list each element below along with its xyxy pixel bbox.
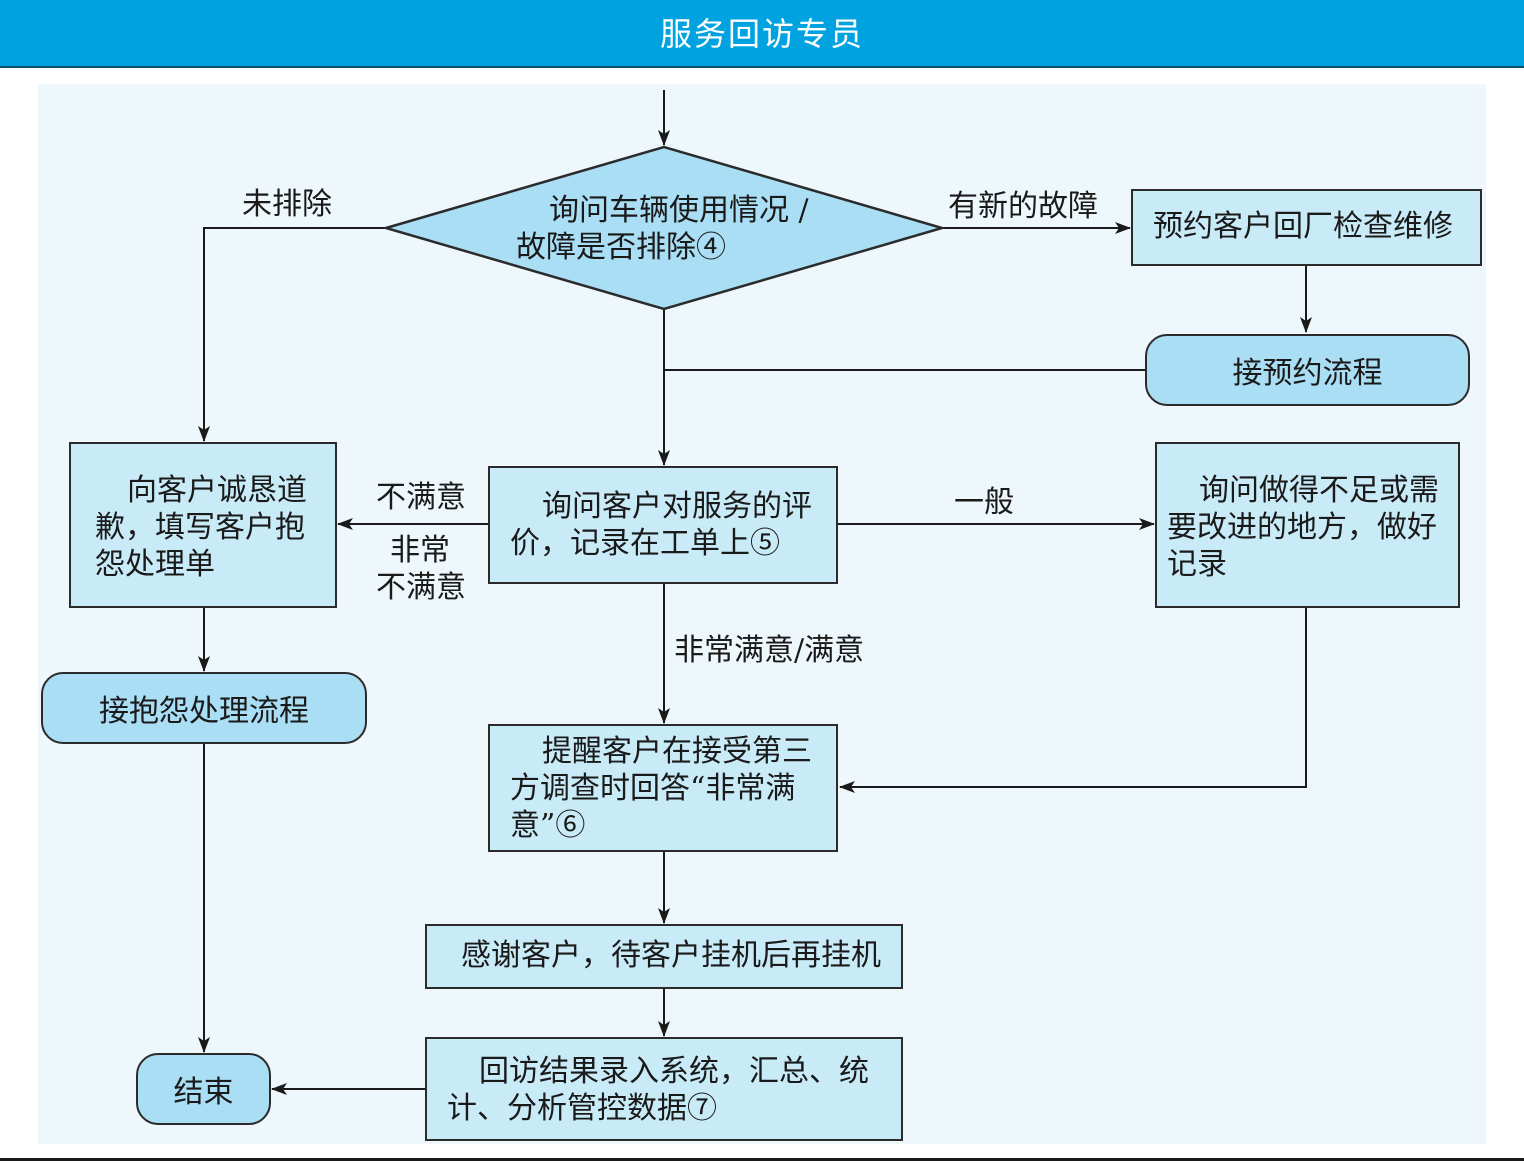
complaint-process-pill: 接抱怨处理流程 xyxy=(41,672,367,744)
evaluate-line2: 价，记录在工单上⑤ xyxy=(510,526,780,561)
improve-line1: 询问做得不足或需 xyxy=(1199,473,1439,508)
apology-line1: 向客户诚恳道 xyxy=(127,473,307,508)
record-line2: 计、分析管控数据⑦ xyxy=(447,1091,717,1126)
remind-line3: 意”⑥ xyxy=(510,808,586,843)
label-very-dissatisfied-2: 不满意 xyxy=(376,570,466,605)
end-pill: 结束 xyxy=(136,1053,271,1125)
booking-process-pill: 接预约流程 xyxy=(1145,334,1470,406)
label-not-resolved: 未排除 xyxy=(242,187,332,222)
edge-not-resolved xyxy=(198,227,386,442)
evaluate-box: 询问客户对服务的评 价，记录在工单上⑤ xyxy=(488,466,838,584)
apology-box: 向客户诚恳道 歉，填写客户抱 怨处理单 xyxy=(69,442,337,608)
remind-line2: 方调查时回答“非常满 xyxy=(510,771,796,806)
label-satisfied: 非常满意/满意 xyxy=(674,633,865,668)
book-repair-box: 预约客户回厂检查维修 xyxy=(1131,189,1482,266)
apology-line3: 怨处理单 xyxy=(95,547,215,582)
remind-box: 提醒客户在接受第三 方调查时回答“非常满 意”⑥ xyxy=(488,724,838,852)
label-average: 一般 xyxy=(954,485,1014,520)
thanks-text: 感谢客户，待客户挂机后再挂机 xyxy=(461,938,881,973)
decision-diamond xyxy=(381,145,947,311)
improve-box: 询问做得不足或需 要改进的地方，做好 记录 xyxy=(1155,442,1460,608)
decision-line1: 询问车辆使用情况 / xyxy=(549,193,809,228)
record-line1: 回访结果录入系统，汇总、统 xyxy=(479,1054,869,1089)
evaluate-line1: 询问客户对服务的评 xyxy=(542,489,812,524)
improve-line2: 要改进的地方，做好 xyxy=(1167,510,1437,545)
improve-line3: 记录 xyxy=(1167,547,1227,582)
label-new-fault: 有新的故障 xyxy=(948,189,1098,224)
page-title: 服务回访专员 xyxy=(659,15,864,53)
decision-line2: 故障是否排除④ xyxy=(516,230,726,265)
label-very-dissatisfied-1: 非常 xyxy=(390,533,450,568)
label-dissatisfied: 不满意 xyxy=(376,480,466,515)
apology-line2: 歉，填写客户抱 xyxy=(95,510,305,545)
bottom-rule xyxy=(0,1158,1524,1161)
remind-line1: 提醒客户在接受第三 xyxy=(542,734,812,769)
edge-improve-remind xyxy=(839,607,1307,793)
thanks-box: 感谢客户，待客户挂机后再挂机 xyxy=(425,924,903,989)
record-box: 回访结果录入系统，汇总、统 计、分析管控数据⑦ xyxy=(425,1037,903,1141)
end-text: 结束 xyxy=(173,1075,234,1110)
header-bar: 服务回访专员 xyxy=(0,0,1524,68)
book-repair-text: 预约客户回厂检查维修 xyxy=(1153,209,1453,244)
complaint-process-text: 接抱怨处理流程 xyxy=(99,694,309,729)
booking-process-text: 接预约流程 xyxy=(1232,356,1383,391)
